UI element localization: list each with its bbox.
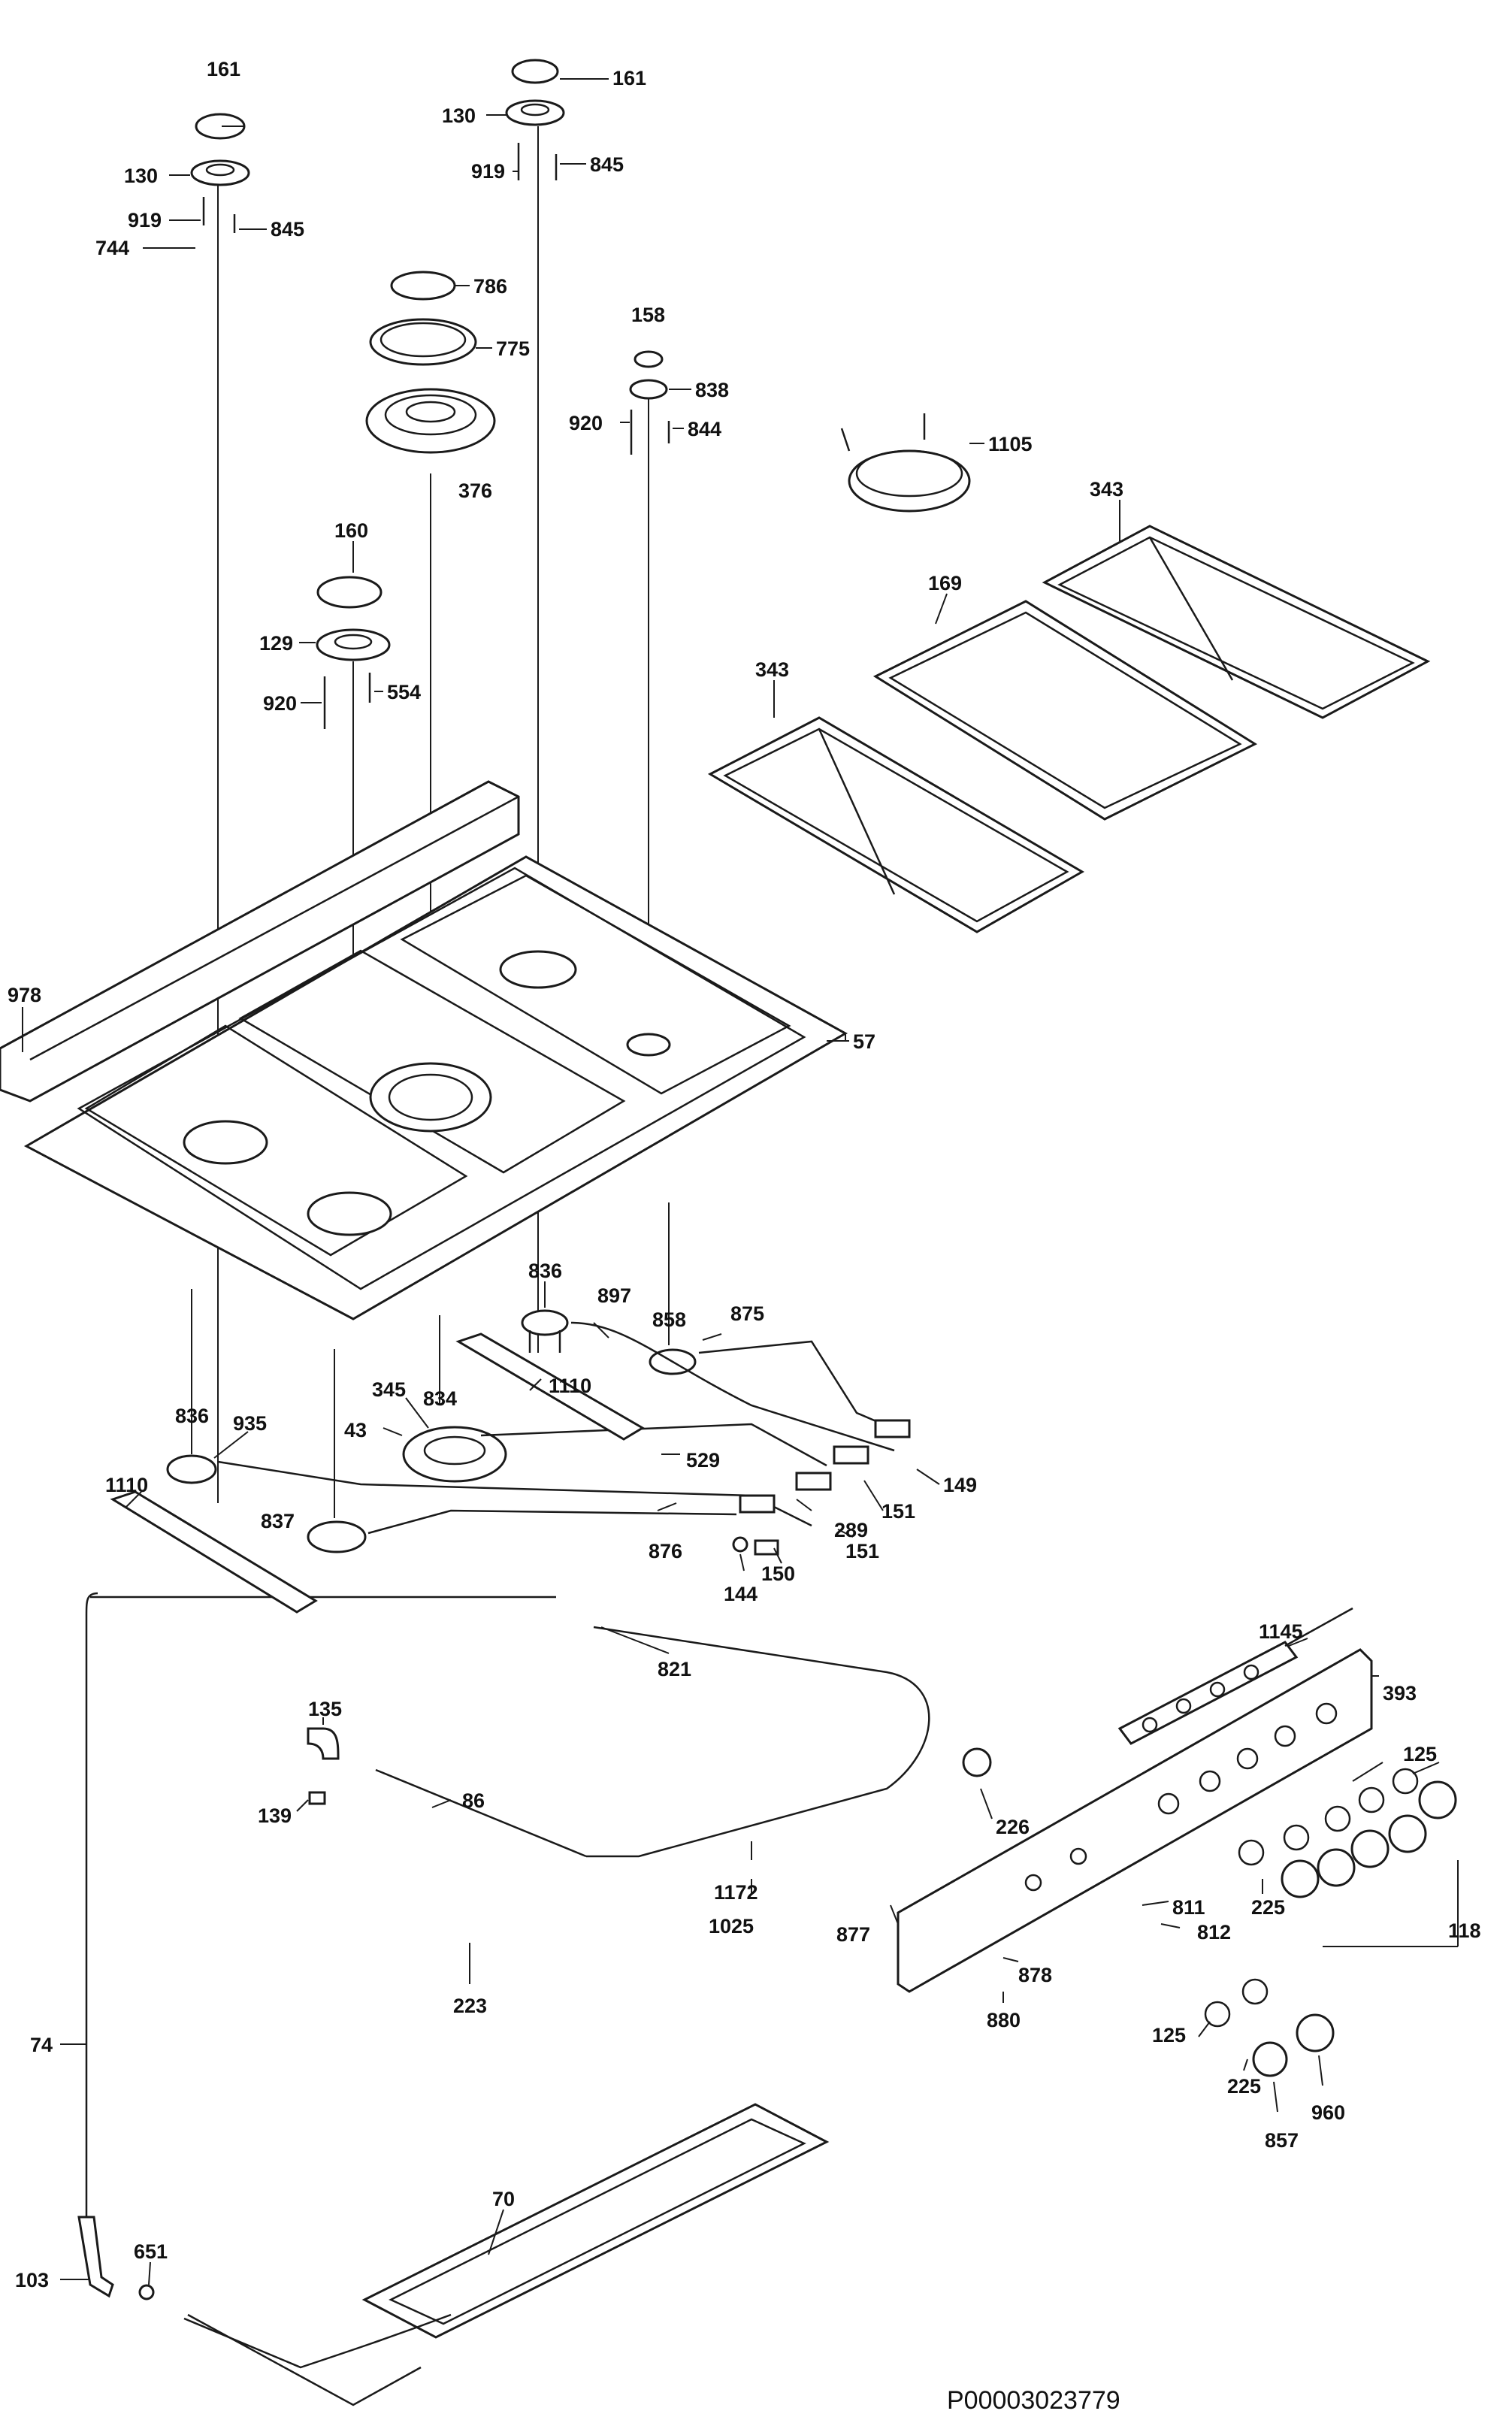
- burner-base-836-upper: [521, 1309, 569, 1353]
- label-1110b: 1110: [105, 1474, 148, 1496]
- label-811: 811: [1172, 1896, 1205, 1919]
- label-1105: 1105: [988, 433, 1033, 455]
- label-878: 878: [1018, 1964, 1052, 1986]
- label-225a: 225: [1251, 1896, 1285, 1919]
- label-161a: 161: [207, 58, 240, 80]
- label-920b: 920: [263, 692, 297, 715]
- label-139: 139: [258, 1804, 292, 1827]
- rail-1110-lower: [110, 1490, 318, 1614]
- label-554: 554: [387, 681, 421, 703]
- label-103: 103: [15, 2269, 49, 2291]
- label-834: 834: [423, 1387, 457, 1410]
- label-289: 289: [834, 1519, 868, 1541]
- label-74: 74: [30, 2034, 53, 2056]
- label-343b: 343: [755, 658, 789, 681]
- hob-top: [23, 855, 848, 1320]
- label-529: 529: [686, 1449, 720, 1472]
- pan-support-right: [1042, 525, 1431, 719]
- label-844: 844: [688, 418, 721, 440]
- label-821: 821: [658, 1658, 691, 1680]
- label-838: 838: [695, 379, 729, 401]
- label-151a: 151: [881, 1500, 915, 1523]
- burner-cap-small: [629, 350, 670, 1022]
- label-43: 43: [344, 1419, 367, 1441]
- label-775: 775: [496, 337, 530, 360]
- label-70: 70: [492, 2188, 515, 2210]
- label-858: 858: [652, 1308, 686, 1331]
- knobs: [962, 1747, 1457, 2077]
- switch-bar: [1117, 1607, 1353, 1745]
- label-897: 897: [597, 1284, 631, 1307]
- control-panel: [897, 1648, 1373, 1993]
- oven-burner: [183, 2103, 830, 2406]
- label-151b: 151: [845, 1540, 879, 1562]
- label-812: 812: [1197, 1921, 1231, 1944]
- label-225b: 225: [1227, 2075, 1261, 2098]
- label-845a: 845: [271, 218, 304, 240]
- label-837: 837: [261, 1510, 295, 1532]
- label-118: 118: [1448, 1919, 1481, 1942]
- injectors: [732, 1419, 911, 1556]
- label-1145: 1145: [1259, 1620, 1303, 1643]
- label-920a: 920: [569, 412, 603, 434]
- label-130a: 130: [124, 165, 158, 187]
- backguard: [0, 780, 520, 1103]
- burner-cap-left: [190, 113, 250, 1503]
- label-857: 857: [1265, 2129, 1299, 2152]
- label-836a: 836: [528, 1260, 562, 1282]
- label-1025: 1025: [709, 1915, 754, 1937]
- label-158: 158: [631, 304, 665, 326]
- label-1110a: 1110: [549, 1375, 591, 1397]
- label-877: 877: [836, 1923, 870, 1946]
- label-919b: 919: [471, 160, 505, 183]
- label-1172: 1172: [714, 1881, 758, 1904]
- label-845b: 845: [590, 153, 624, 176]
- elbow-103: [77, 2216, 155, 2300]
- burner-base-837: [307, 1520, 367, 1553]
- label-744: 744: [95, 237, 129, 259]
- document-number: P00003023779: [947, 2386, 1120, 2415]
- label-651: 651: [134, 2240, 168, 2263]
- label-343a: 343: [1090, 478, 1123, 501]
- rail-1110-upper: [455, 1332, 645, 1441]
- label-875: 875: [730, 1302, 764, 1325]
- label-393: 393: [1383, 1682, 1417, 1705]
- label-149: 149: [943, 1474, 977, 1496]
- label-876: 876: [649, 1540, 682, 1562]
- label-919a: 919: [128, 209, 162, 231]
- label-786: 786: [473, 275, 507, 298]
- label-880: 880: [987, 2009, 1021, 2031]
- label-935: 935: [233, 1412, 267, 1435]
- label-960: 960: [1311, 2101, 1345, 2124]
- label-160: 160: [334, 519, 368, 542]
- label-150: 150: [761, 1562, 795, 1585]
- leader-lines: [22, 78, 1459, 2285]
- part-labels: 161 130 919 845 744 161 130 919 845 786 …: [8, 58, 1481, 2415]
- label-978: 978: [8, 984, 41, 1006]
- label-223: 223: [453, 1995, 487, 2017]
- gas-pipes: [85, 1321, 930, 2217]
- label-125b: 125: [1152, 2024, 1186, 2046]
- label-226: 226: [996, 1816, 1030, 1838]
- label-125a: 125: [1403, 1743, 1437, 1765]
- label-169: 169: [928, 572, 962, 594]
- label-130b: 130: [442, 104, 476, 127]
- burner-base-834: [402, 1426, 507, 1483]
- label-144: 144: [724, 1583, 758, 1605]
- label-376: 376: [458, 479, 492, 502]
- label-129: 129: [259, 632, 293, 655]
- label-135: 135: [308, 1698, 342, 1720]
- pan-support-middle: [872, 600, 1258, 821]
- pan-support-left: [707, 716, 1084, 933]
- elbow-fitting: [307, 1727, 340, 1805]
- wok-support-ring: [840, 413, 971, 513]
- label-345: 345: [372, 1378, 406, 1401]
- label-86: 86: [462, 1789, 485, 1812]
- label-161b: 161: [612, 67, 646, 89]
- label-57: 57: [853, 1030, 875, 1053]
- label-836b: 836: [175, 1405, 209, 1427]
- burner-base-836-lower: [166, 1454, 217, 1484]
